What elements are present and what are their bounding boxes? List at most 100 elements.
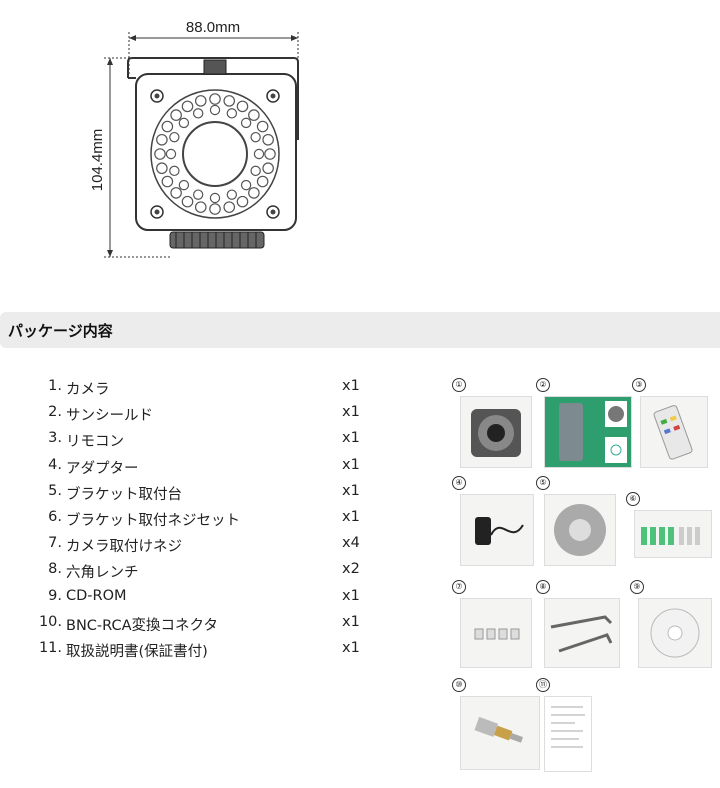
item-number: 6.: [48, 508, 62, 525]
photo-cell-1: ①: [452, 378, 532, 470]
ir-led: [209, 192, 221, 204]
item-number: 1.: [48, 378, 62, 394]
photo-cell-9: ⑨: [630, 580, 716, 672]
item-number: 10.: [38, 613, 62, 630]
sunshield-photo: [544, 396, 632, 468]
ir-led: [194, 95, 207, 107]
photo-cell-10: ⑩: [452, 678, 542, 770]
ir-led: [262, 133, 274, 146]
ir-led: [248, 109, 260, 121]
ir-led: [236, 195, 249, 208]
photo-cell-2: ②: [536, 378, 632, 470]
item-name: リモコン: [66, 434, 124, 451]
photo-cell-6: ⑥: [626, 492, 716, 564]
ir-led: [181, 100, 194, 113]
photo-badge: ⑤: [536, 476, 550, 490]
photo-cell-8: ⑧: [536, 580, 622, 672]
item-quantity: x1: [342, 639, 360, 656]
photo-badge: ⑥: [626, 492, 640, 506]
item-quantity: x1: [342, 482, 360, 499]
item-quantity: x1: [342, 404, 360, 421]
ir-led: [256, 175, 269, 188]
cd-rom-photo: [638, 598, 712, 668]
ir-led: [156, 162, 168, 175]
ir-led: [192, 189, 204, 200]
photo-cell-11: ⑪: [536, 678, 600, 774]
ir-led: [226, 189, 238, 200]
item-number: 5.: [48, 482, 62, 499]
ir-led: [262, 162, 274, 175]
ir-led: [154, 148, 166, 160]
item-name: カメラ: [66, 382, 110, 398]
ir-led: [240, 179, 252, 191]
item-number: 11.: [38, 639, 62, 656]
lens: [182, 121, 248, 187]
ir-led: [165, 148, 177, 160]
camera-dimension-diagram: 88.0mm 104.4mm: [89, 19, 299, 258]
photo-badge: ④: [452, 476, 466, 490]
ir-led: [223, 201, 236, 213]
photo-badge: ⑧: [536, 580, 550, 594]
package-photos: ① ② ③ ④ ⑤ ⑥ ⑦: [452, 378, 720, 778]
remote-photo: [640, 396, 708, 468]
photo-badge: ①: [452, 378, 466, 392]
photo-badge: ⑩: [452, 678, 466, 692]
ir-led: [194, 201, 207, 213]
bnc-rca-connector-photo: [460, 696, 540, 770]
ir-led: [250, 165, 261, 177]
hex-wrench-photo: [544, 598, 620, 668]
width-label: 88.0mm: [186, 19, 240, 36]
ir-led: [161, 120, 174, 133]
item-name: 取扱説明書(保証書付): [66, 643, 208, 660]
camera-screws-photo: [460, 598, 532, 668]
adapter-photo: [460, 494, 534, 566]
photo-cell-7: ⑦: [452, 580, 532, 672]
ir-led: [169, 165, 180, 177]
ir-led: [178, 117, 190, 129]
screw-set-photo: [634, 510, 712, 558]
item-quantity: x1: [342, 378, 360, 394]
item-quantity: x1: [342, 456, 360, 473]
ir-led: [223, 95, 236, 107]
ir-led: [250, 131, 261, 143]
list-item: 11.取扱説明書(保証書付) x1: [0, 640, 420, 666]
item-name: ブラケット取付ネジセット: [66, 512, 240, 529]
photo-cell-4: ④: [452, 476, 538, 570]
item-name: ブラケット取付台: [66, 486, 182, 503]
ir-led: [209, 93, 221, 105]
item-quantity: x1: [342, 508, 360, 525]
bracket-base-photo: [544, 494, 616, 566]
ir-led: [264, 148, 276, 160]
photo-badge: ⑪: [536, 678, 550, 692]
list-item: 5.ブラケット取付台 x1: [0, 483, 420, 509]
item-quantity: x1: [342, 587, 360, 604]
item-number: 2.: [48, 404, 62, 421]
ir-led: [161, 175, 174, 188]
item-number: 7.: [48, 535, 62, 552]
photo-badge: ⑨: [630, 580, 644, 594]
ir-led: [240, 117, 252, 129]
photo-badge: ⑦: [452, 580, 466, 594]
ir-led: [170, 109, 182, 121]
item-number: 4.: [48, 456, 62, 473]
item-name: BNC-RCA変換コネクタ: [66, 617, 218, 634]
ir-led: [256, 120, 269, 133]
photo-cell-3: ③: [632, 378, 712, 470]
ir-led: [226, 108, 238, 119]
item-number: 9.: [48, 587, 62, 604]
ir-led: [209, 104, 221, 116]
section-title: パッケージ内容: [8, 322, 113, 340]
ir-led: [156, 133, 168, 146]
camera-photo: [460, 396, 532, 468]
package-contents-header: パッケージ内容: [0, 312, 720, 348]
photo-badge: ②: [536, 378, 550, 392]
ir-led: [236, 100, 249, 113]
item-name: カメラ取付けネジ: [66, 539, 182, 556]
